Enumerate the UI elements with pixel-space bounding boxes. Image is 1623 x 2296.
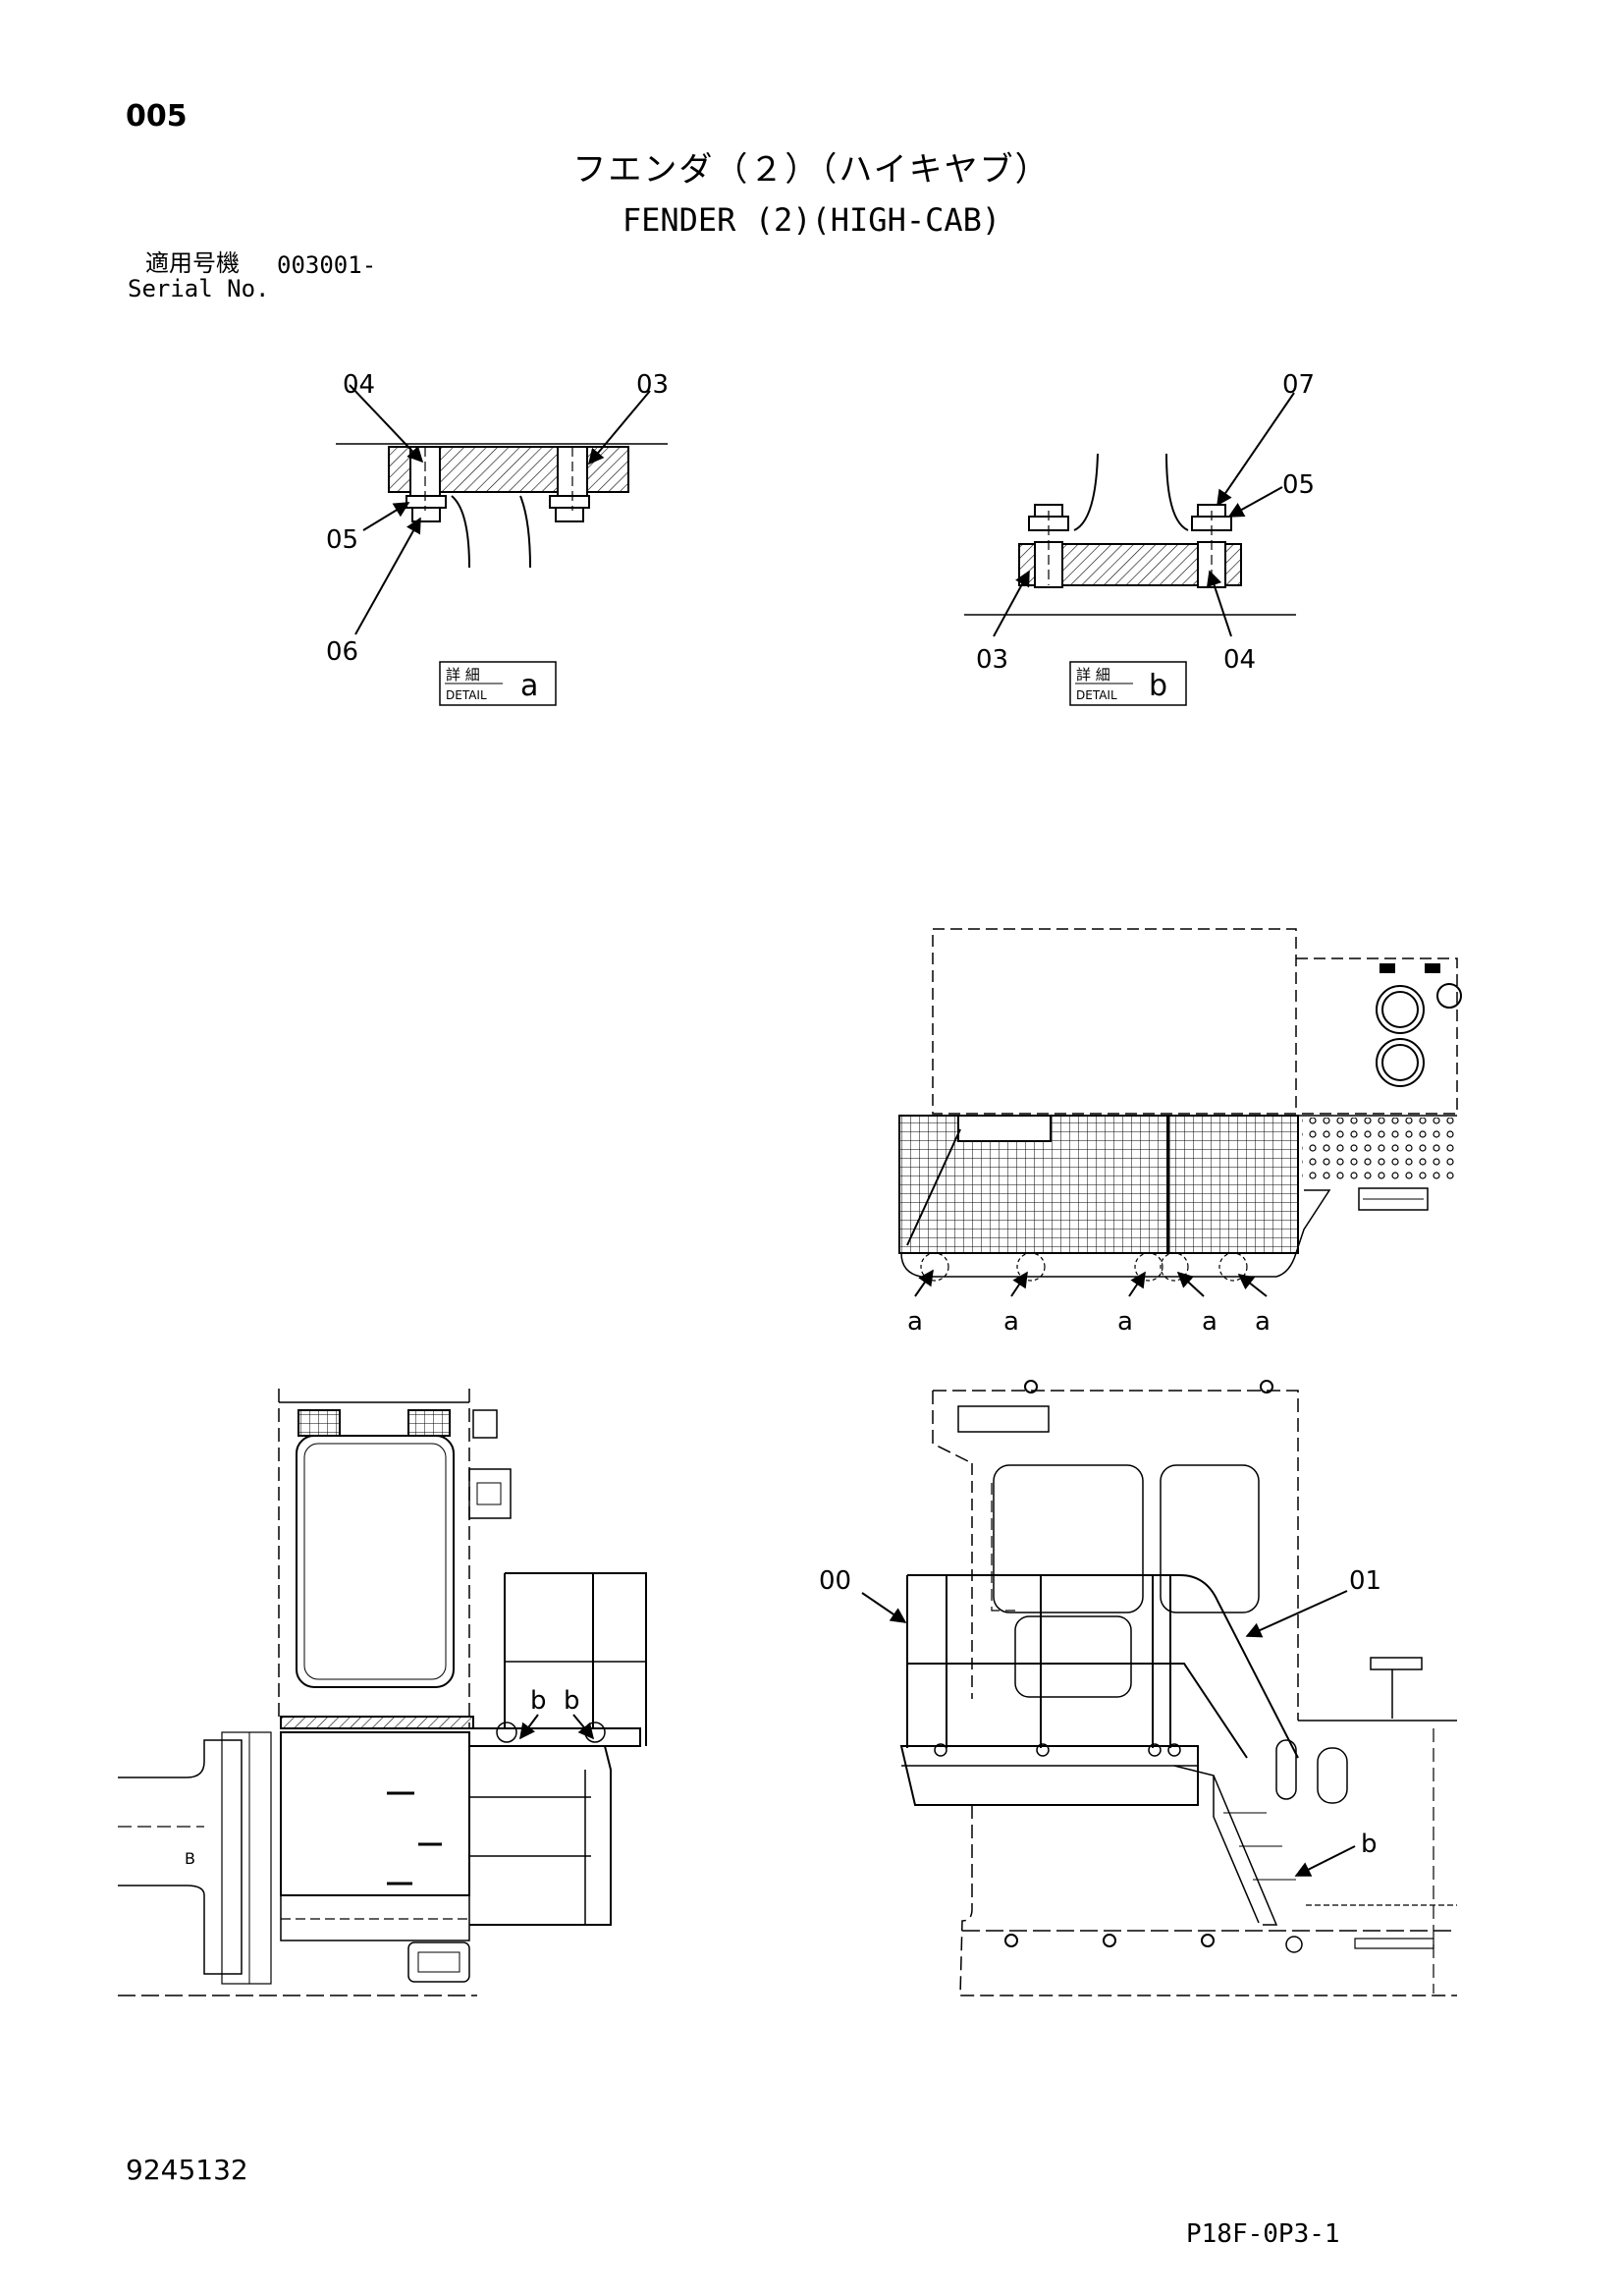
- top-view: a a a a a: [898, 928, 1462, 1337]
- left-view-marker: B: [185, 1849, 195, 1868]
- callout-07: 07: [1282, 370, 1315, 400]
- detail-letter-a: a: [520, 669, 538, 703]
- callout-03: 03: [636, 370, 669, 400]
- serial-label-english: Serial No.: [128, 275, 270, 302]
- detail-a: 04 03 05 06 詳 細 DETAIL a: [326, 370, 669, 706]
- serial-label-japanese: 適用号機: [145, 249, 240, 277]
- left-view-label-b: b: [564, 1686, 580, 1716]
- top-view-label-a: a: [1255, 1307, 1271, 1337]
- callout-04: 04: [343, 370, 375, 400]
- title-english: FENDER (2)(HIGH-CAB): [622, 201, 1001, 239]
- top-view-label-a: a: [907, 1307, 923, 1337]
- title-japanese: フエンダ（２）（ハイキヤブ）: [572, 150, 1051, 190]
- detail-box-jp: 詳 細: [446, 666, 480, 683]
- detail-letter-b: b: [1149, 669, 1167, 703]
- callout-06: 06: [326, 637, 358, 667]
- callout-01: 01: [1349, 1566, 1381, 1596]
- right-view-label-b: b: [1361, 1830, 1378, 1859]
- left-view-label-b: b: [530, 1686, 547, 1716]
- detail-box-en: DETAIL: [1076, 688, 1117, 702]
- right-side-view: 00 01 b: [819, 1380, 1457, 1996]
- callout-05: 05: [1282, 470, 1315, 500]
- document-number: 9245132: [126, 2154, 248, 2186]
- top-view-label-a: a: [1003, 1307, 1019, 1337]
- callout-05: 05: [326, 525, 358, 555]
- top-view-label-a: a: [1117, 1307, 1133, 1337]
- detail-b: 07 05 03 04 詳 細 DETAIL b: [964, 370, 1315, 706]
- top-view-label-a: a: [1202, 1307, 1217, 1337]
- page-number: 005: [126, 99, 188, 134]
- page-code: P18F-0P3-1: [1186, 2219, 1340, 2249]
- serial-value: 003001-: [277, 251, 377, 279]
- callout-04: 04: [1223, 645, 1256, 675]
- callout-03: 03: [976, 645, 1008, 675]
- detail-box-en: DETAIL: [446, 688, 487, 702]
- left-side-view: B b b: [118, 1389, 647, 1996]
- detail-box-jp: 詳 細: [1076, 666, 1110, 683]
- callout-00: 00: [819, 1566, 851, 1596]
